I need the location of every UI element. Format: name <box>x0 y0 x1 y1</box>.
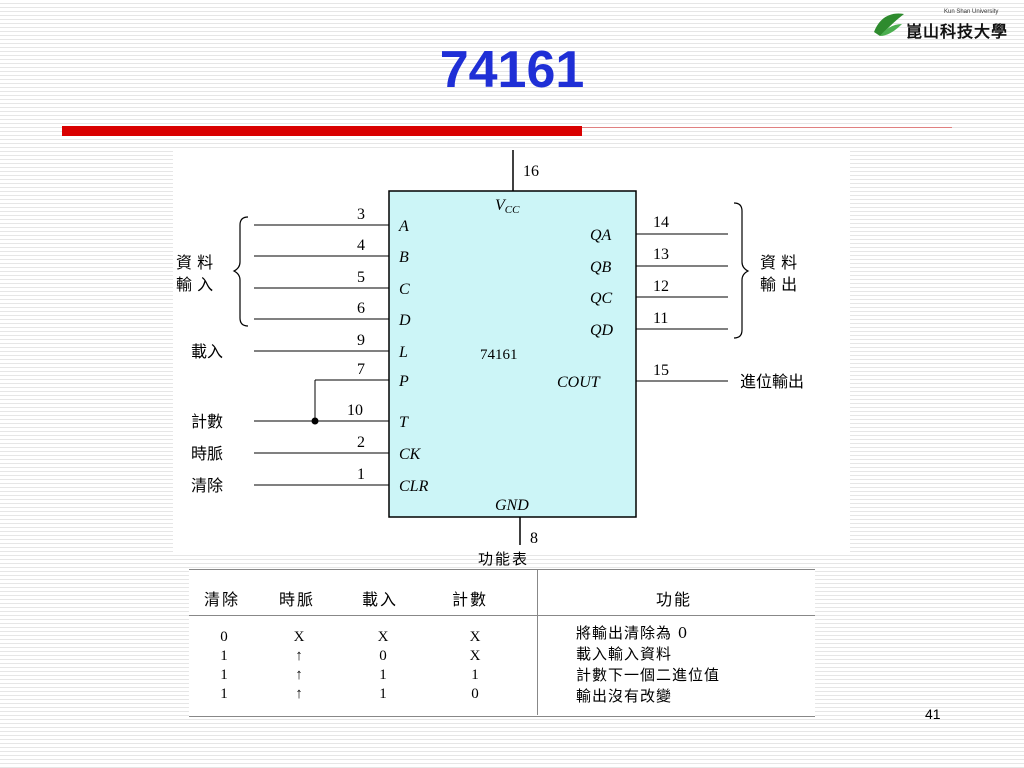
pin-number: 14 <box>653 214 669 231</box>
university-logo <box>870 6 1016 42</box>
slide-title: 74161 <box>439 41 585 99</box>
pin-number: 2 <box>357 434 365 451</box>
table-header: 清除 <box>204 590 241 609</box>
table-header: 計數 <box>452 590 489 609</box>
function-table-caption: 功能表 <box>478 550 530 568</box>
table-cell: X <box>469 629 481 645</box>
pin-number: 9 <box>357 332 365 349</box>
data-output-label: 資 料 <box>760 253 797 272</box>
table-cell: 1 <box>379 667 387 683</box>
gnd-pin-number: 8 <box>530 530 538 547</box>
vcc-pin-number: 16 <box>523 163 539 180</box>
table-function-text: 計數下一個二進位值 <box>576 666 721 684</box>
pin-label: B <box>399 249 409 266</box>
chip-body <box>388 190 637 518</box>
table-cell: 1 <box>379 686 387 702</box>
pin-label: QC <box>590 290 613 307</box>
pin-number: 13 <box>653 246 669 263</box>
pin-number: 3 <box>357 206 365 223</box>
pin-label: T <box>399 414 409 431</box>
table-cell: 0 <box>379 648 387 664</box>
table-function-text: 將輸出清除為 0 <box>576 624 689 642</box>
table-cell: 1 <box>220 686 228 702</box>
count-label: 計數 <box>191 412 223 431</box>
chip-name: 74161 <box>480 347 518 363</box>
table-cell: 0 <box>220 629 228 645</box>
table-header: 時脈 <box>279 590 316 609</box>
pin-label: C <box>399 281 410 298</box>
pin-label: QD <box>590 322 614 339</box>
table-cell: ↑ <box>295 648 303 664</box>
logo-subtitle: Kun Shan University <box>944 9 999 15</box>
pin-number: 11 <box>653 310 668 327</box>
table-header: 功能 <box>656 590 693 609</box>
table-function-text: 輸出沒有改變 <box>576 687 673 705</box>
pin-label: COUT <box>557 374 601 391</box>
table-cell: 0 <box>471 686 479 702</box>
pin-label: QB <box>590 259 612 276</box>
table-cell: X <box>293 629 305 645</box>
clock-label: 時脈 <box>191 444 223 463</box>
load-label: 載入 <box>191 342 223 361</box>
pin-diagram: 16 8 VCC GND 74161 3 4 5 6 9 7 10 2 1 A … <box>173 150 850 555</box>
pin-number: 1 <box>357 466 365 483</box>
title-underline-red <box>62 126 582 136</box>
title-underline-thin <box>582 127 952 128</box>
page-number: 41 <box>925 706 941 722</box>
pin-label: QA <box>590 227 612 244</box>
table-cell: 1 <box>220 648 228 664</box>
table-cell: X <box>377 629 389 645</box>
pin-number: 10 <box>347 402 363 419</box>
gnd-label: GND <box>495 497 529 514</box>
pin-label: A <box>398 218 409 235</box>
data-input-label: 資 料 <box>176 253 213 272</box>
table-header-divider <box>189 615 815 616</box>
data-output-label: 輸 出 <box>760 275 797 294</box>
pin-label: D <box>398 312 411 329</box>
table-cell: ↑ <box>295 667 303 683</box>
function-table <box>189 569 815 717</box>
leaf-logo-icon <box>874 13 904 36</box>
pin-number: 12 <box>653 278 669 295</box>
pin-number: 6 <box>357 300 365 317</box>
data-input-label: 輸 入 <box>176 275 213 294</box>
pin-number: 5 <box>357 269 365 286</box>
pin-label: CK <box>399 446 422 463</box>
clear-label: 清除 <box>191 476 223 495</box>
table-cell: 1 <box>220 667 228 683</box>
pin-label: P <box>398 373 409 390</box>
table-header: 載入 <box>362 590 399 609</box>
logo-text: 崑山科技大學 <box>906 22 1009 41</box>
pin-label: L <box>398 344 408 361</box>
table-cell: 1 <box>471 667 479 683</box>
pin-number: 7 <box>357 361 365 378</box>
table-function-text: 載入輸入資料 <box>576 645 673 663</box>
pin-label: CLR <box>399 478 429 495</box>
pin-number: 4 <box>357 237 365 254</box>
table-cell: X <box>469 648 481 664</box>
carry-out-label: 進位輸出 <box>740 372 804 391</box>
table-cell: ↑ <box>295 686 303 702</box>
table-divider <box>537 569 538 715</box>
pin-number: 15 <box>653 362 669 379</box>
